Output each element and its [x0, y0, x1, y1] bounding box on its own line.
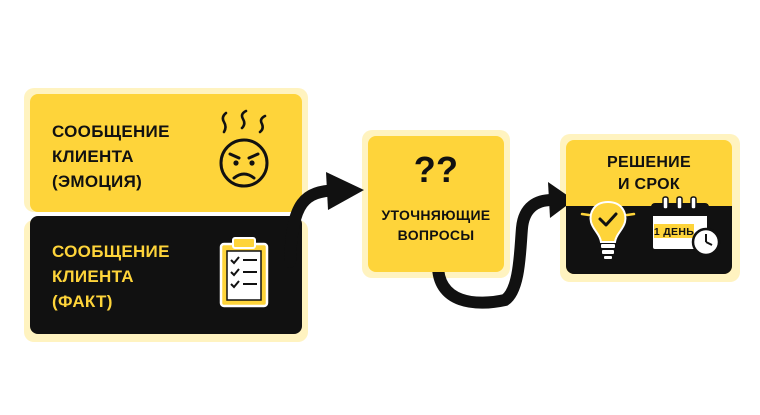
emotion-line-1: Сообщение — [52, 122, 170, 141]
calendar-label: 1 день — [653, 226, 695, 238]
questions-line-1: Уточняющие — [381, 207, 491, 223]
fact-line-2: клиента — [52, 267, 134, 286]
arrow-to-solution — [432, 194, 558, 309]
arrow-to-solution-head — [548, 182, 574, 218]
question-marks: ?? — [413, 149, 459, 190]
emotion-box-label: Сообщение клиента (эмоция) — [52, 119, 170, 194]
clock-icon — [691, 227, 721, 257]
questions-box-label: Уточняющие вопросы — [368, 205, 504, 245]
solution-box-label: Решение и срок — [566, 152, 732, 196]
emotion-line-2: клиента — [52, 147, 134, 166]
fact-line-3: (факт) — [52, 292, 113, 311]
clipboard-checklist-icon — [219, 237, 269, 308]
lightbulb-check-icon — [580, 186, 636, 259]
fact-line-1: Сообщение — [52, 242, 170, 261]
angry-face-icon — [219, 109, 269, 188]
solution-line-1: Решение — [607, 154, 691, 171]
arrow-to-questions-head — [326, 172, 364, 210]
emotion-line-3: (эмоция) — [52, 172, 143, 191]
arrow-to-questions — [284, 184, 342, 268]
fact-box-label: Сообщение клиента (факт) — [52, 239, 170, 314]
questions-box — [368, 136, 504, 272]
solution-line-2: и срок — [618, 176, 680, 193]
questions-line-2: вопросы — [397, 227, 475, 243]
